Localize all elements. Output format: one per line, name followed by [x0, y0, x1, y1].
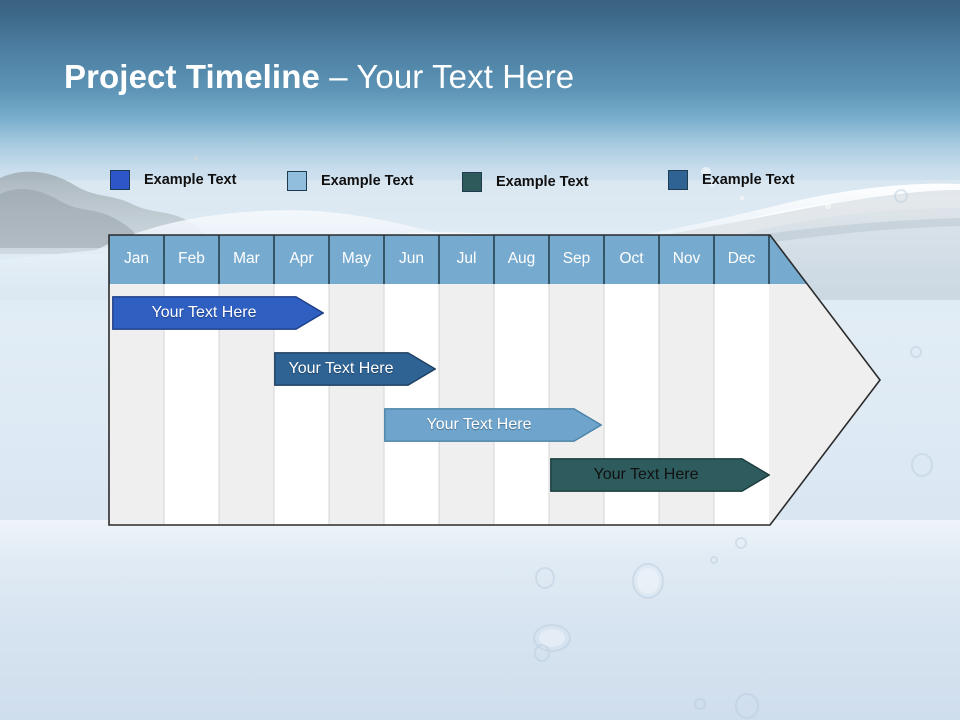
task-bar-shape — [112, 296, 324, 330]
task-bar-shape — [550, 458, 770, 492]
timeline-month-dec[interactable]: Dec — [727, 250, 756, 267]
timeline-column-band — [329, 284, 384, 525]
timeline-arrow-outline — [108, 234, 882, 526]
legend-item-3: Example Text — [462, 172, 588, 192]
page-title: Project Timeline – Your Text Here — [64, 58, 574, 96]
legend-swatch-icon-4 — [668, 170, 688, 190]
timeline-task-bar-1[interactable]: Your Text Here — [112, 296, 324, 330]
task-bar-label-4: Your Text Here — [593, 466, 699, 483]
timeline-task-bar-2[interactable]: Your Text Here — [274, 352, 436, 386]
background-sky — [0, 0, 960, 200]
legend-swatch-icon-2 — [287, 171, 307, 191]
legend-item-2: Example Text — [287, 171, 413, 191]
legend-item-4: Example Text — [668, 170, 794, 190]
page-title-light: – Your Text Here — [319, 58, 575, 95]
timeline-month-apr[interactable]: Apr — [289, 250, 314, 267]
timeline-month-jan[interactable]: Jan — [124, 250, 149, 267]
timeline-month-jun[interactable]: Jun — [399, 250, 424, 267]
timeline-month-aug[interactable]: Aug — [507, 250, 536, 267]
task-bar-shape — [274, 352, 436, 386]
page-title-strong: Project Timeline — [64, 58, 320, 95]
timeline-column-band — [494, 284, 549, 525]
legend-label-1: Example Text — [144, 172, 237, 188]
task-bar-shape — [384, 408, 602, 442]
timeline-task-bar-3[interactable]: Your Text Here — [384, 408, 602, 442]
legend-label-4: Example Text — [702, 172, 795, 188]
timeline-column-band — [439, 284, 494, 525]
timeline-column-band — [384, 284, 439, 525]
timeline-month-feb[interactable]: Feb — [178, 250, 205, 267]
timeline-month-mar[interactable]: Mar — [233, 250, 260, 267]
task-bar-label-1: Your Text Here — [151, 304, 257, 321]
timeline-task-bar-4[interactable]: Your Text Here — [550, 458, 770, 492]
timeline-month-nov[interactable]: Nov — [672, 250, 701, 267]
task-bar-label-3: Your Text Here — [426, 416, 532, 433]
water-reflection — [0, 520, 960, 720]
timeline-month-jul[interactable]: Jul — [456, 250, 477, 267]
legend-item-1: Example Text — [110, 170, 236, 190]
legend-label-2: Example Text — [321, 173, 414, 189]
task-bar-label-2: Your Text Here — [288, 360, 394, 377]
legend-swatch-icon-3 — [462, 172, 482, 192]
timeline-month-sep[interactable]: Sep — [562, 250, 591, 267]
timeline-month-oct[interactable]: Oct — [619, 250, 644, 267]
timeline-month-may[interactable]: May — [341, 250, 372, 267]
legend-swatch-icon-1 — [110, 170, 130, 190]
legend-label-3: Example Text — [496, 174, 589, 190]
